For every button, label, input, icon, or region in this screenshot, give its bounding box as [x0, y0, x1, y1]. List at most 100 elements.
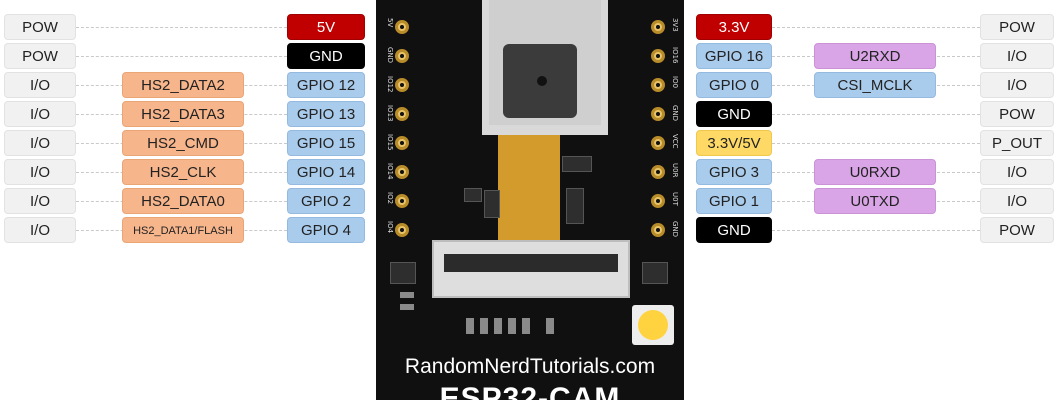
gpio-pin-label: GPIO 1 — [696, 188, 772, 214]
header-pin-pad — [651, 136, 665, 150]
pin-type-label: I/O — [980, 72, 1054, 98]
pin-type-label: I/O — [4, 130, 76, 156]
pin-silkscreen-label: IO4 — [386, 221, 394, 234]
board-model-text: ESP32-CAM — [439, 382, 621, 415]
gpio-pin-label: GPIO 12 — [287, 72, 365, 98]
camera-lens-center — [537, 76, 547, 86]
smd-transistor — [642, 262, 668, 284]
pin-type-label: POW — [980, 217, 1054, 243]
camera-connector — [432, 240, 630, 298]
leader-line — [772, 27, 980, 28]
leader-line — [76, 27, 287, 28]
camera-ribbon-cable — [498, 135, 560, 245]
pin-type-label: POW — [4, 14, 76, 40]
gpio-pin-label: GPIO 15 — [287, 130, 365, 156]
pin-type-label: I/O — [4, 72, 76, 98]
header-pin-pad — [651, 165, 665, 179]
pin-silkscreen-label: GND — [386, 47, 394, 64]
board-website-text: RandomNerdTutorials.com — [404, 355, 656, 378]
leader-line — [76, 56, 287, 57]
leader-line — [772, 230, 980, 231]
smd-resistor — [480, 318, 488, 334]
pin-type-label: POW — [980, 14, 1054, 40]
gpio-pin-label: GPIO 14 — [287, 159, 365, 185]
smd-resistor — [494, 318, 502, 334]
alt-function-label: U2RXD — [814, 43, 936, 69]
pin-silkscreen-label: IO2 — [386, 192, 394, 205]
pin-silkscreen-label: IO13 — [386, 105, 394, 122]
gpio-pin-label: GND — [287, 43, 365, 69]
camera-connector-slot — [444, 254, 618, 272]
gpio-pin-label: GPIO 2 — [287, 188, 365, 214]
smd-resistor — [400, 304, 414, 310]
leader-line — [772, 143, 980, 144]
smd-resistor — [508, 318, 516, 334]
smd-regulator — [484, 190, 500, 218]
header-pin-pad — [651, 78, 665, 92]
alt-function-label: U0TXD — [814, 188, 936, 214]
sd-function-label: HS2_CMD — [122, 130, 244, 156]
pin-silkscreen-label: IO14 — [386, 163, 394, 180]
header-pin-pad — [395, 194, 409, 208]
pin-type-label: POW — [4, 43, 76, 69]
header-pin-pad — [395, 78, 409, 92]
camera-housing — [489, 0, 601, 125]
header-pin-pad — [395, 165, 409, 179]
pin-type-label: I/O — [4, 101, 76, 127]
sd-function-label: HS2_DATA3 — [122, 101, 244, 127]
pin-type-label: I/O — [980, 43, 1054, 69]
gpio-pin-label: GPIO 16 — [696, 43, 772, 69]
pin-silkscreen-label: IO15 — [386, 134, 394, 151]
pin-silkscreen-label: 5V — [386, 18, 394, 28]
pin-silkscreen-label: 3V3 — [671, 18, 679, 32]
smd-resistor — [522, 318, 530, 334]
pin-silkscreen-label: U0R — [671, 163, 679, 178]
header-pin-pad — [395, 107, 409, 121]
sd-function-label: HS2_DATA1/FLASH — [122, 217, 244, 243]
pin-silkscreen-label: IO16 — [671, 47, 679, 64]
alt-function-label: CSI_MCLK — [814, 72, 936, 98]
header-pin-pad — [651, 223, 665, 237]
gpio-pin-label: GPIO 0 — [696, 72, 772, 98]
flash-led — [632, 305, 674, 345]
header-pin-pad — [395, 136, 409, 150]
pin-type-label: I/O — [980, 159, 1054, 185]
flash-led-lens — [638, 310, 668, 340]
sd-function-label: HS2_CLK — [122, 159, 244, 185]
pin-silkscreen-label: VCC — [671, 134, 679, 149]
smd-resistor — [466, 318, 474, 334]
header-pin-pad — [395, 223, 409, 237]
pin-type-label: P_OUT — [980, 130, 1054, 156]
gpio-pin-label: 3.3V/5V — [696, 130, 772, 156]
smd-transistor — [390, 262, 416, 284]
camera-lens — [503, 44, 577, 118]
pin-silkscreen-label: GND — [671, 105, 679, 122]
header-pin-pad — [651, 49, 665, 63]
leader-line — [772, 114, 980, 115]
pin-silkscreen-label: IO0 — [671, 76, 679, 89]
gpio-pin-label: 3.3V — [696, 14, 772, 40]
pin-type-label: I/O — [4, 217, 76, 243]
smd-transistor — [464, 188, 482, 202]
alt-function-label: U0RXD — [814, 159, 936, 185]
pin-type-label: I/O — [4, 188, 76, 214]
pin-silkscreen-label: IO12 — [386, 76, 394, 93]
gpio-pin-label: GND — [696, 217, 772, 243]
header-pin-pad — [651, 194, 665, 208]
header-pin-pad — [651, 107, 665, 121]
gpio-pin-label: GPIO 4 — [287, 217, 365, 243]
pin-type-label: I/O — [980, 188, 1054, 214]
smd-component — [566, 188, 584, 224]
sd-function-label: HS2_DATA0 — [122, 188, 244, 214]
header-pin-pad — [395, 20, 409, 34]
gpio-pin-label: 5V — [287, 14, 365, 40]
gpio-pin-label: GND — [696, 101, 772, 127]
smd-resistor — [546, 318, 554, 334]
sd-function-label: HS2_DATA2 — [122, 72, 244, 98]
camera-module — [482, 0, 608, 135]
header-pin-pad — [395, 49, 409, 63]
gpio-pin-label: GPIO 3 — [696, 159, 772, 185]
gpio-pin-label: GPIO 13 — [287, 101, 365, 127]
pin-type-label: I/O — [4, 159, 76, 185]
